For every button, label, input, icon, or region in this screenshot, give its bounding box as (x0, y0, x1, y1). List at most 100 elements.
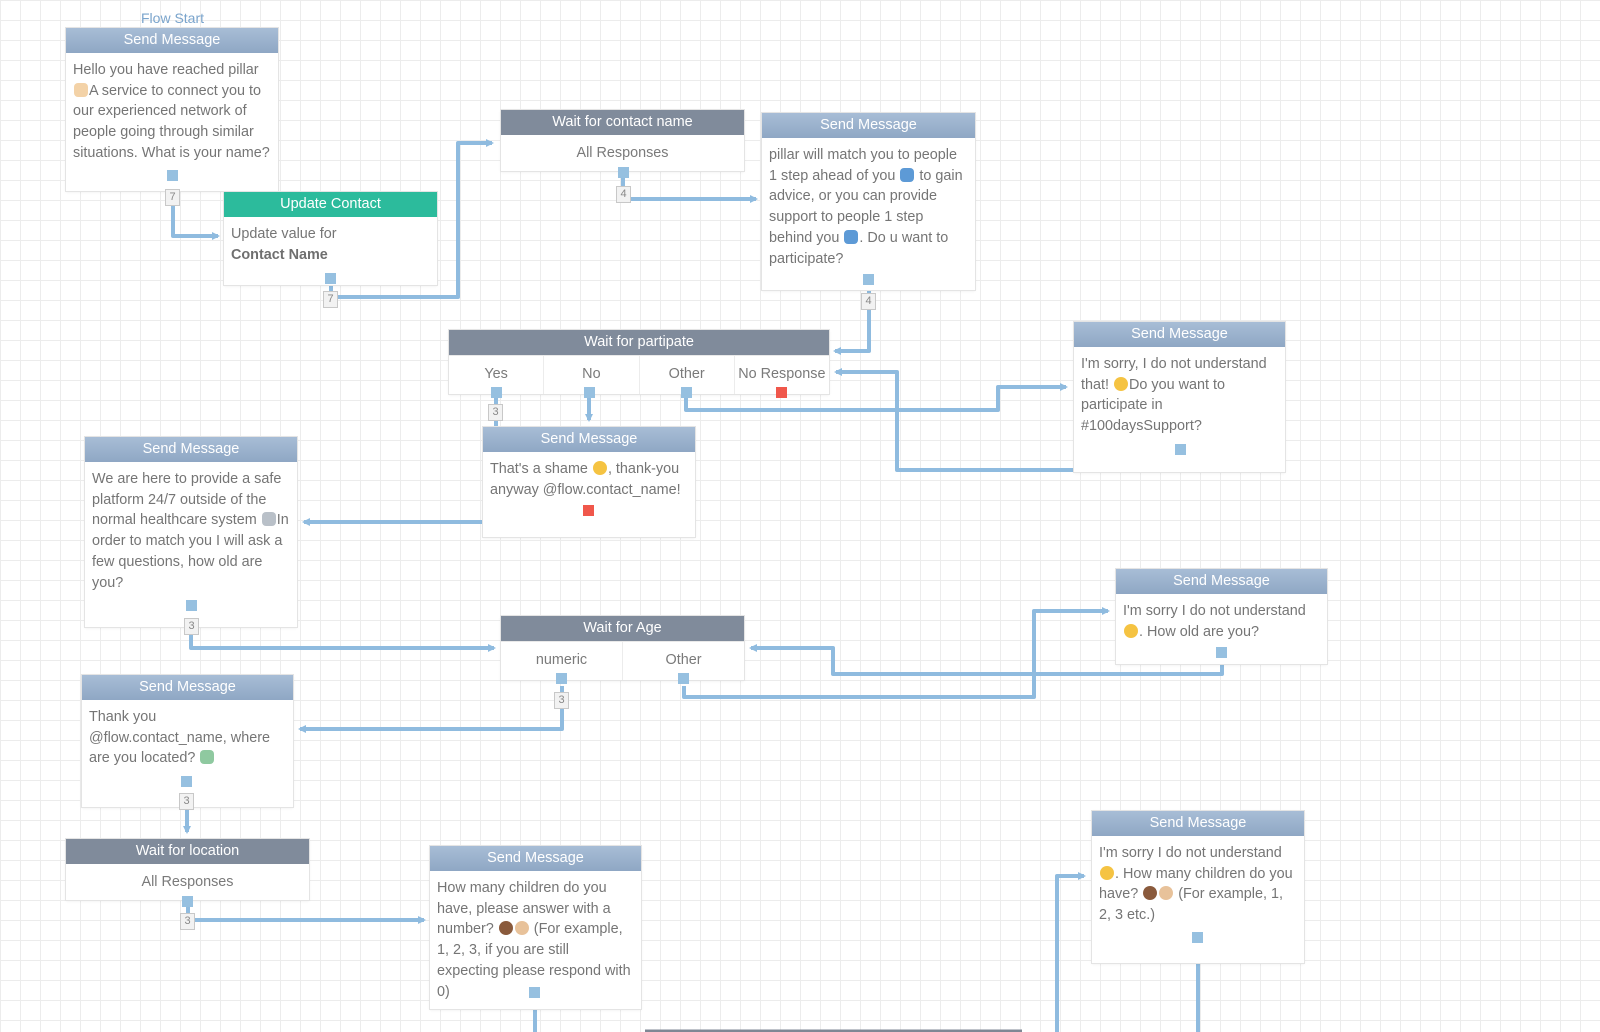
wire-yes-safeplatform (302, 396, 498, 526)
node-title: Wait for Age (501, 616, 744, 641)
exit-count-badge: 3 (554, 692, 569, 709)
message-text-line: , thank-you anyway @flow.contact_name! (490, 461, 681, 498)
message-text: We are here to provide a safe platform 2… (85, 462, 297, 627)
message-text-line: (For example, 1, 2, 3, if you are still … (437, 921, 631, 1000)
node-title: Wait for location (66, 839, 309, 864)
case-no-response[interactable]: No Response (738, 366, 826, 382)
message-text-line: Do you want to participate in #100daysSu… (1081, 376, 1226, 435)
exit-count-badge: 3 (488, 404, 503, 421)
message-text-line: I'm sorry I do not understand (1099, 845, 1282, 861)
message-text-line: . How many children do you have? (1099, 865, 1293, 903)
exit-handle[interactable] (325, 273, 336, 284)
send-message-node-sorry-age[interactable]: Send Message I'm sorry I do not understa… (1116, 569, 1327, 664)
wire-numeric-thankyou (298, 686, 564, 733)
map-icon (200, 750, 215, 765)
case-list: Yes No Other No Response (449, 355, 829, 394)
case-numeric[interactable]: numeric (501, 642, 623, 680)
exit-handle[interactable] (618, 167, 629, 178)
exit-handle-other[interactable] (678, 673, 689, 684)
node-title: Send Message (66, 28, 278, 53)
exit-handle[interactable] (167, 170, 178, 181)
send-message-node-match[interactable]: Send Message pillar will match you to pe… (762, 113, 975, 290)
thinking-face-icon (1124, 623, 1138, 638)
message-text-line: pillar will match you to people 1 step a… (769, 147, 957, 184)
message-text-line: . Do u want to participate? (769, 229, 949, 267)
node-title: Send Message (762, 113, 975, 138)
wait-location-node[interactable]: Wait for location All Responses (66, 839, 309, 900)
exit-count-badge: 7 (323, 291, 338, 308)
message-text-line: (For example, 1, 2, 3 etc.) (1099, 886, 1283, 924)
send-message-node-thank-you[interactable]: Send Message Thank you @flow.contact_nam… (82, 675, 293, 807)
wire-waitlocation-children (186, 907, 426, 924)
send-message-node-shame[interactable]: Send Message That's a shame , thank-you … (483, 427, 695, 537)
exit-count-badge: 4 (616, 186, 631, 203)
message-text: I'm sorry I do not understand . How old … (1116, 594, 1327, 664)
send-message-node-safe-platform[interactable]: Send Message We are here to provide a sa… (85, 437, 297, 627)
field-name: Contact Name (231, 246, 328, 263)
exit-count-badge: 4 (861, 293, 876, 310)
node-title: Wait for contact name (501, 110, 744, 135)
flow-start-label: Flow Start (141, 10, 205, 26)
node-title: Send Message (430, 846, 641, 871)
message-text-line: to gain advice, or you can provide suppo… (769, 167, 963, 246)
message-text-line: How many children do you have, please an… (437, 880, 611, 938)
message-text: How many children do you have, please an… (430, 871, 641, 1009)
exit-handle[interactable] (186, 600, 197, 611)
node-title: Send Message (85, 437, 297, 462)
message-text-line: Thank you @flow.contact_name, where are … (89, 709, 270, 767)
exit-count-badge: 7 (165, 189, 180, 206)
wait-age-node[interactable]: Wait for Age numeric Other (501, 616, 744, 680)
message-text: I'm sorry, I do not understand that! Do … (1074, 347, 1285, 472)
exit-handle[interactable] (583, 505, 594, 516)
case-other[interactable]: Other (640, 356, 735, 394)
child-face-icon (498, 921, 513, 936)
exit-handle-no[interactable] (584, 387, 595, 398)
action-text: Update value for (231, 226, 337, 242)
exit-handle-other[interactable] (681, 387, 692, 398)
message-text-line: I'm sorry I do not understand (1123, 603, 1306, 619)
baby-face-icon (514, 921, 529, 936)
thinking-face-icon (1100, 865, 1114, 880)
action-body: Update value for Contact Name (224, 217, 437, 285)
case-yes[interactable]: Yes (449, 356, 545, 394)
exit-handle-numeric[interactable] (556, 673, 567, 684)
exit-count-badge: 3 (180, 913, 195, 930)
right-arrow-icon (900, 167, 915, 182)
exit-handle[interactable] (1192, 932, 1203, 943)
case-other[interactable]: Other (665, 652, 702, 668)
thinking-face-icon (1114, 376, 1129, 391)
send-message-node-children[interactable]: Send Message How many children do you ha… (430, 846, 641, 1009)
case-no[interactable]: No (544, 356, 640, 394)
wire-into-sorrychildren (1055, 872, 1086, 1032)
node-title: Send Message (483, 427, 695, 452)
hospital-icon (261, 512, 276, 527)
send-message-node-greeting[interactable]: Send Message Hello you have reached pill… (66, 28, 278, 191)
exit-handle[interactable] (863, 274, 874, 285)
node-title: Send Message (82, 675, 293, 700)
exit-count-badge: 3 (179, 793, 194, 810)
wait-participate-node[interactable]: Wait for partipate Yes No Other No Respo… (449, 330, 829, 394)
node-title: Send Message (1092, 811, 1304, 836)
message-text: Thank you @flow.contact_name, where are … (82, 700, 293, 807)
crying-face-icon (592, 461, 607, 475)
wait-contact-name-node[interactable]: Wait for contact name All Responses (501, 110, 744, 171)
message-text-line: . How old are you? (1139, 623, 1259, 640)
exit-handle-yes[interactable] (491, 387, 502, 398)
case-all-responses: All Responses (141, 874, 234, 890)
baby-face-icon (1159, 886, 1174, 901)
exit-handle-no-response[interactable] (776, 387, 787, 398)
message-text-line: I'm sorry, I do not understand that! (1081, 356, 1267, 393)
exit-handle[interactable] (182, 896, 193, 907)
message-text-line: We are here to provide a safe platform 2… (92, 471, 282, 529)
message-text-line: In order to match you I will ask a few q… (92, 512, 289, 591)
update-contact-node[interactable]: Update Contact Update value for Contact … (224, 192, 437, 285)
exit-handle[interactable] (529, 987, 540, 998)
exit-handle[interactable] (1216, 647, 1227, 658)
exit-handle[interactable] (1175, 444, 1186, 455)
node-title: Wait for partipate (449, 330, 829, 355)
case-list: numeric Other (501, 641, 744, 680)
child-face-icon (1143, 886, 1158, 901)
message-text: That's a shame , thank-you anyway @flow.… (483, 452, 695, 537)
exit-handle[interactable] (181, 776, 192, 787)
